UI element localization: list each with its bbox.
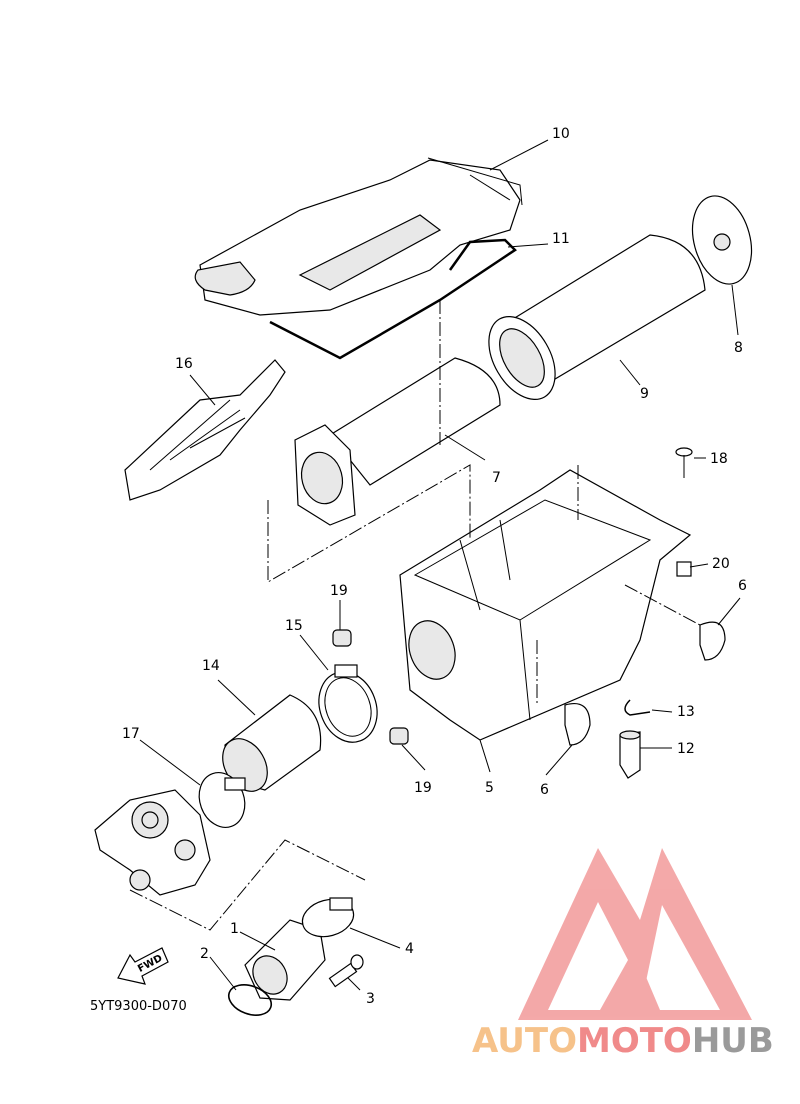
- part-15-band: [318, 664, 378, 743]
- callout-20: 20: [712, 556, 730, 572]
- callout-4: 4: [405, 941, 414, 957]
- callout-8: 8: [734, 340, 743, 356]
- part-4-clamp: [301, 897, 355, 938]
- callout-19-upper: 19: [330, 583, 348, 599]
- part-3-bolt: [328, 954, 364, 988]
- carburetor-assembly: [94, 789, 211, 896]
- watermark-text: AUTOMOTOHUB: [472, 1021, 774, 1061]
- part-8-element-cap: [691, 195, 753, 285]
- fwd-arrow-icon: FWD: [117, 947, 169, 985]
- part-2-o-ring: [227, 984, 273, 1016]
- part-11-gasket: [269, 238, 517, 360]
- part-17-clamp: [198, 772, 246, 828]
- part-1-carb-joint: [244, 919, 326, 1001]
- callout-6-lower: 6: [540, 782, 549, 798]
- callout-11: 11: [552, 231, 570, 247]
- part-code: 5YT9300-D070: [90, 999, 187, 1014]
- callout-12: 12: [677, 741, 695, 757]
- callout-17: 17: [122, 726, 140, 742]
- callout-labels: 10 11 8 9 16 7 18 20 6 19 15 14 13 17 12…: [122, 126, 747, 1007]
- part-16-seal: [124, 359, 286, 501]
- watermark-logo-icon: [518, 848, 752, 1020]
- callout-7: 7: [492, 470, 501, 486]
- callout-13: 13: [677, 704, 695, 720]
- part-12-drain-pipe: [619, 730, 641, 779]
- part-6-clamp-lower: [564, 703, 591, 746]
- part-18-screw: [675, 447, 693, 478]
- callout-1: 1: [230, 921, 239, 937]
- part-20-nut: [676, 561, 692, 577]
- callout-18: 18: [710, 451, 728, 467]
- callout-3: 3: [366, 991, 375, 1007]
- callout-5: 5: [485, 780, 494, 796]
- callout-2: 2: [200, 946, 209, 962]
- part-7-filter-guide: [294, 357, 501, 526]
- part-5-airbox-case: [399, 469, 692, 741]
- callout-6-upper: 6: [738, 578, 747, 594]
- leader-lines: [139, 139, 741, 991]
- callout-15: 15: [285, 618, 303, 634]
- callout-14: 14: [202, 658, 220, 674]
- part-19-grommet-upper: [332, 629, 352, 647]
- part-10-airbox-cover: [194, 157, 523, 316]
- callout-9: 9: [640, 386, 649, 402]
- reference-lines: [129, 300, 701, 931]
- part-9-filter-element: [488, 234, 706, 401]
- callout-10: 10: [552, 126, 570, 142]
- part-6-clamp-upper: [699, 621, 726, 661]
- callout-16: 16: [175, 356, 193, 372]
- part-13-clip: [624, 699, 651, 716]
- part-19-grommet-lower: [389, 727, 409, 745]
- callout-19-lower: 19: [414, 780, 432, 796]
